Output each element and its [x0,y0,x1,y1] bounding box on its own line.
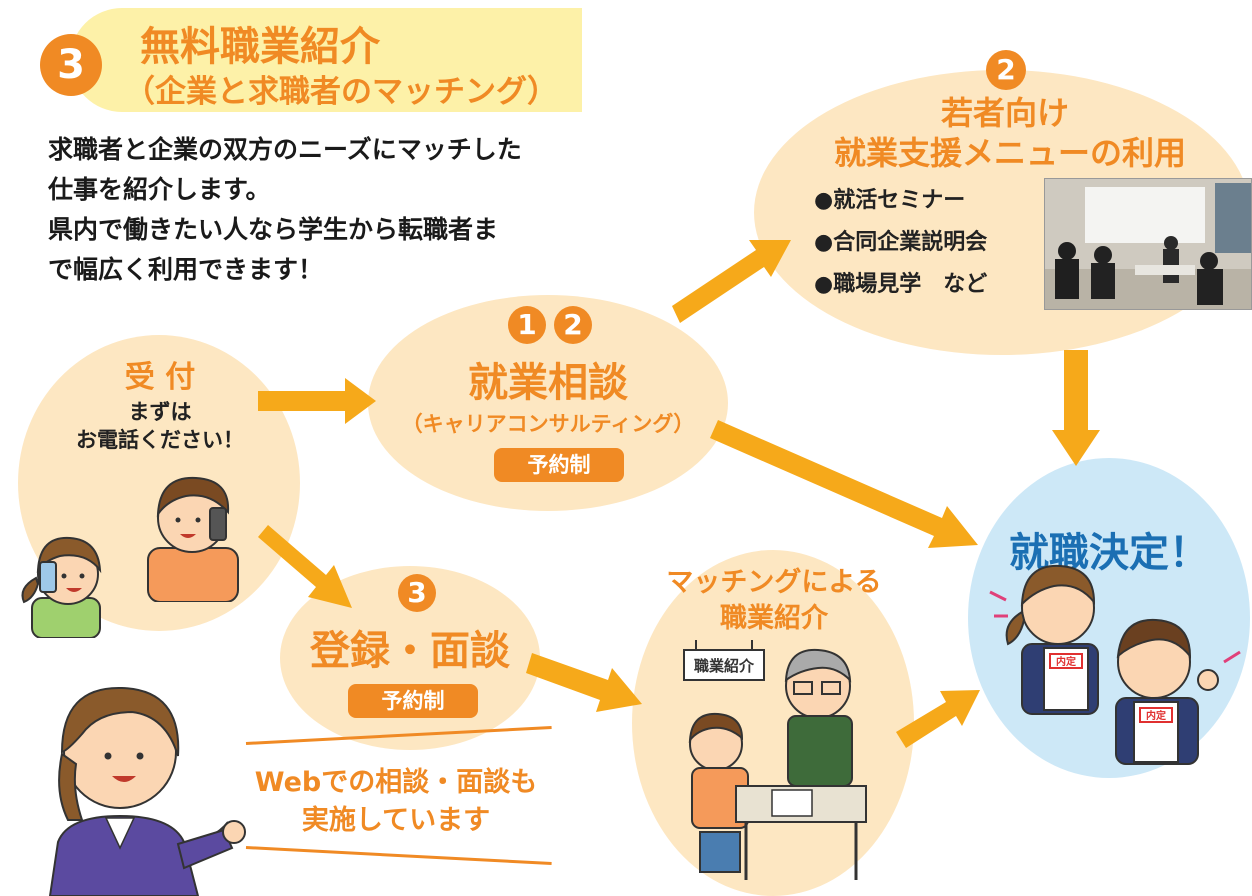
header-badge: 3 [40,34,102,96]
title-band [70,8,582,112]
boy-phone-illustration [140,462,250,602]
youth-title-line1: 若者向け [940,94,1069,132]
matching-title-line1: マッチングによる [666,567,882,598]
arrow-icon [526,653,642,712]
matching-title-line2: 職業紹介 [720,603,828,634]
reception-title: 受 付 [124,360,196,395]
description-line: 仕事を紹介します。 [48,175,271,204]
youth-menu-list: ●就活セミナー ●合同企業説明会 ●職場見学 など [814,180,987,306]
arrow-icon [710,420,978,548]
consult-badge-2: 2 [554,306,592,344]
counselor-illustration [28,672,248,896]
registration-reservation-tag: 予約制 [348,684,478,718]
woman-phone-illustration [10,518,120,638]
registration-badge: 3 [398,574,436,612]
consult-subtitle: （キャリアコンサルティング） [401,412,695,436]
description-line: で幅広く利用できます！ [48,255,324,284]
youth-menu-item: ●就活セミナー [814,188,966,213]
web-note-line2: 実施しています [301,805,491,836]
youth-menu-item: ●職場見学 など [814,272,988,297]
goal-doc-label: 内定 [1056,655,1076,668]
description-line: 県内で働きたい人なら学生から転職者ま [48,215,499,244]
consult-title: 就業相談 [468,360,628,406]
page-title: 無料職業紹介 [140,24,380,70]
arrow-icon [896,690,980,748]
consult-reservation-tag: 予約制 [494,448,624,482]
page-subtitle: （企業と求職者のマッチング） [124,74,558,110]
svg-text:内定: 内定 [1146,709,1166,722]
registration-title: 登録・面談 [310,628,510,674]
seminar-photo [1044,178,1252,310]
arrow-icon [672,240,791,323]
matching-sign: 職業紹介 [694,657,755,675]
arrow-icon [258,378,376,424]
youth-badge: 2 [986,50,1026,90]
youth-menu-item: ●合同企業説明会 [814,230,988,255]
matching-bubble [632,550,914,896]
arrow-icon [1052,350,1100,466]
description: 求職者と企業の双方のニーズにマッチした 仕事を紹介します。 県内で働きたい人なら… [48,130,522,290]
interview-illustration: 職業紹介 [676,640,896,890]
celebration-illustration: 内定 内定 [978,552,1248,772]
description-line: 求職者と企業の双方のニーズにマッチした [48,135,522,164]
arrow-icon [258,525,352,608]
youth-title-line2: 就業支援メニューの利用 [833,134,1186,172]
web-note-line1: Webでの相談・面談も [254,767,538,798]
consult-badge-1: 1 [508,306,546,344]
reception-line1: まずは [128,400,192,424]
reception-line2: お電話ください！ [76,428,244,452]
